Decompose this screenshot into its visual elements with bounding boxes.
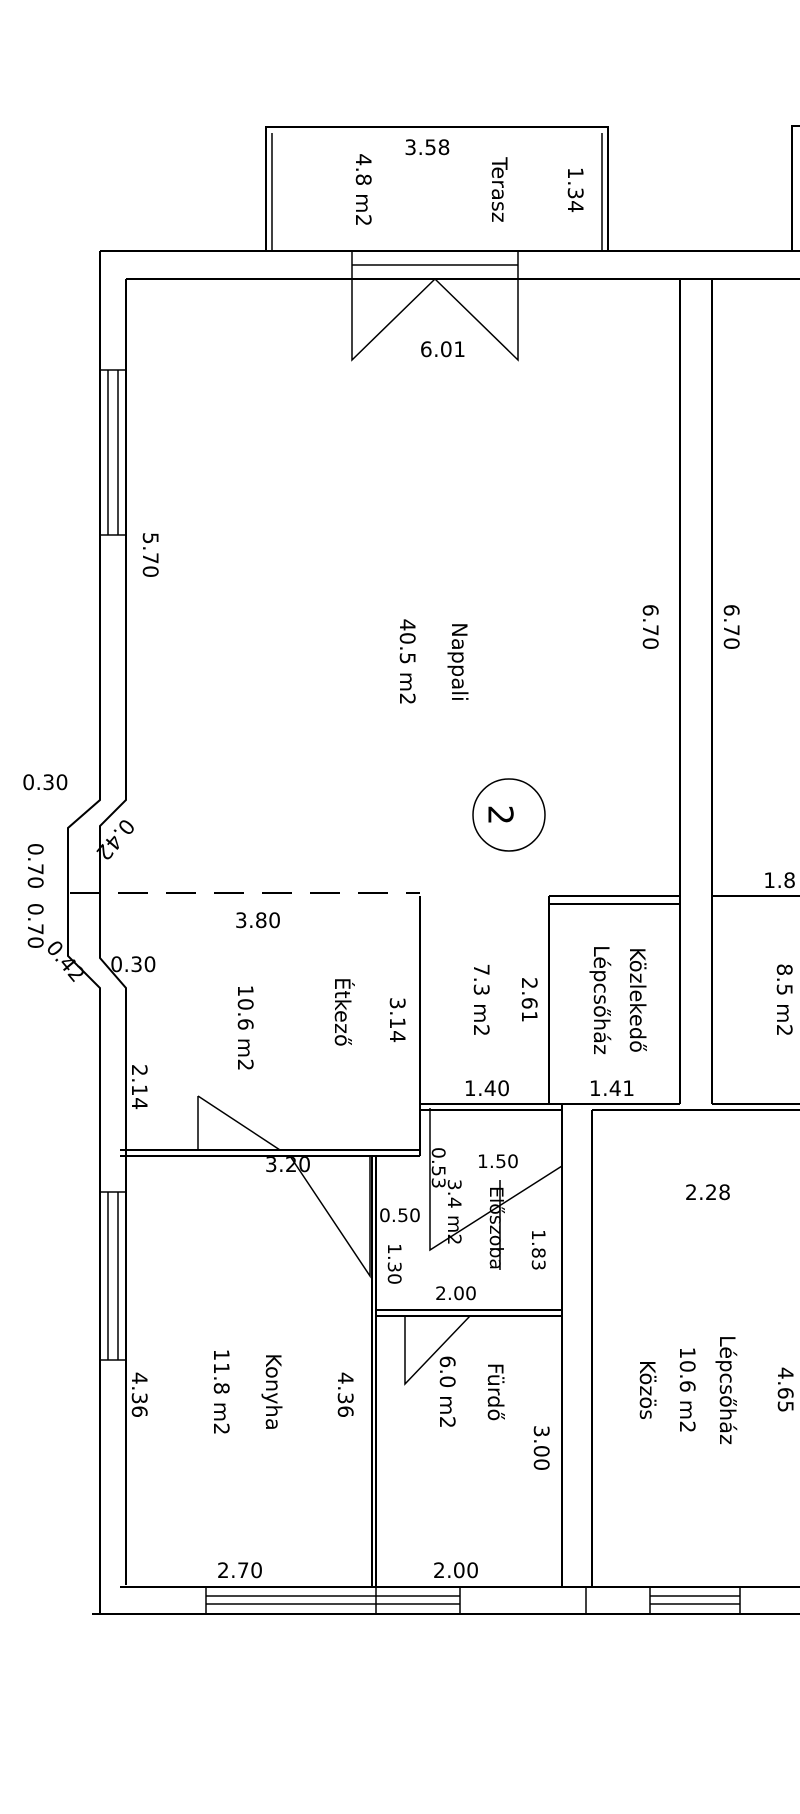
living-room-area: 40.5 m2 xyxy=(395,618,419,705)
neighbor-outline xyxy=(791,125,800,251)
unit-number-circle xyxy=(472,778,546,852)
dining-width: 3.80 xyxy=(235,909,282,933)
entry-height: 1.30 xyxy=(383,1243,405,1285)
stairwell-name-2: 10.6 m2 xyxy=(675,1346,699,1433)
dining-side: 2.14 xyxy=(127,1064,151,1111)
bathroom-right: 3.00 xyxy=(529,1425,553,1472)
window-left-lower xyxy=(100,1191,126,1361)
entry-name: Előszoba xyxy=(485,1186,507,1270)
bay-dim-a: 0.30 xyxy=(22,771,69,795)
terrace-area: 4.8 m2 xyxy=(351,153,375,227)
kitchen-bottom: 2.70 xyxy=(217,1559,264,1583)
hallway-dim: 2.61 xyxy=(517,977,541,1024)
entry-side: 0.53 xyxy=(427,1147,449,1189)
entry-top: 1.50 xyxy=(477,1151,519,1173)
neighbor-dim-top: 1.8 xyxy=(763,869,796,893)
unit-number: 2 xyxy=(480,804,520,826)
bay-dim-c: 0.70 xyxy=(23,843,47,890)
bay-dim-f: 0.30 xyxy=(110,953,157,977)
stair-hallway-name-2: Lépcsőház xyxy=(589,945,613,1055)
stairwell-top: 2.28 xyxy=(685,1181,732,1205)
stairwell-right: 4.65 xyxy=(773,1367,797,1414)
kitchen-area: 11.8 m2 xyxy=(209,1348,233,1435)
entry-area: 3.4 m2 xyxy=(443,1179,465,1246)
stairwell-name-3: Közös xyxy=(635,1360,659,1420)
living-room-name: Nappali xyxy=(447,622,471,702)
neighbor-length: 6.70 xyxy=(719,604,743,651)
bathroom-bottom: 2.00 xyxy=(433,1559,480,1583)
entry-bottom: 2.00 xyxy=(435,1283,477,1305)
dining-bottom: 3.20 xyxy=(265,1153,312,1177)
entry-side2: 0.50 xyxy=(379,1205,421,1227)
living-room-right-length: 6.70 xyxy=(638,604,662,651)
bathroom-area: 6.0 m2 xyxy=(435,1355,459,1429)
neighbor-area: 8.5 m2 xyxy=(772,963,796,1037)
kitchen-name: Konyha xyxy=(261,1353,285,1431)
stairwell-name-1: Lépcsőház xyxy=(715,1335,739,1445)
door-swings xyxy=(197,1095,563,1386)
living-room-width: 6.01 xyxy=(420,338,467,362)
kitchen-right: 4.36 xyxy=(333,1372,357,1419)
window-left-upper xyxy=(100,369,126,536)
bottom-windows xyxy=(205,1587,741,1614)
terrace-name: Terasz xyxy=(487,156,511,223)
terrace-depth: 1.34 xyxy=(563,167,587,214)
bay-dim-e: 0.42 xyxy=(41,936,89,987)
bay-dim-d: 0.70 xyxy=(23,903,47,950)
bay-dim-b: 0.42 xyxy=(91,814,139,865)
stair-hallway-dim: 1.41 xyxy=(589,1077,636,1101)
interior-walls xyxy=(70,279,800,1587)
bathroom-name: Fürdő xyxy=(483,1363,507,1422)
dining-name: Étkező xyxy=(330,977,355,1047)
living-room-left-length: 5.70 xyxy=(138,532,162,579)
kitchen-left: 4.36 xyxy=(127,1372,151,1419)
hallway-bottom: 1.40 xyxy=(464,1077,511,1101)
hallway-area: 7.3 m2 xyxy=(469,963,493,1037)
stair-hallway-name-1: Közlekedő xyxy=(625,947,649,1053)
terrace-door xyxy=(351,251,519,362)
dining-depth: 3.14 xyxy=(385,997,409,1044)
entry-right: 1.83 xyxy=(527,1229,549,1271)
terrace-width: 3.58 xyxy=(404,136,451,160)
dining-area: 10.6 m2 xyxy=(233,984,257,1071)
